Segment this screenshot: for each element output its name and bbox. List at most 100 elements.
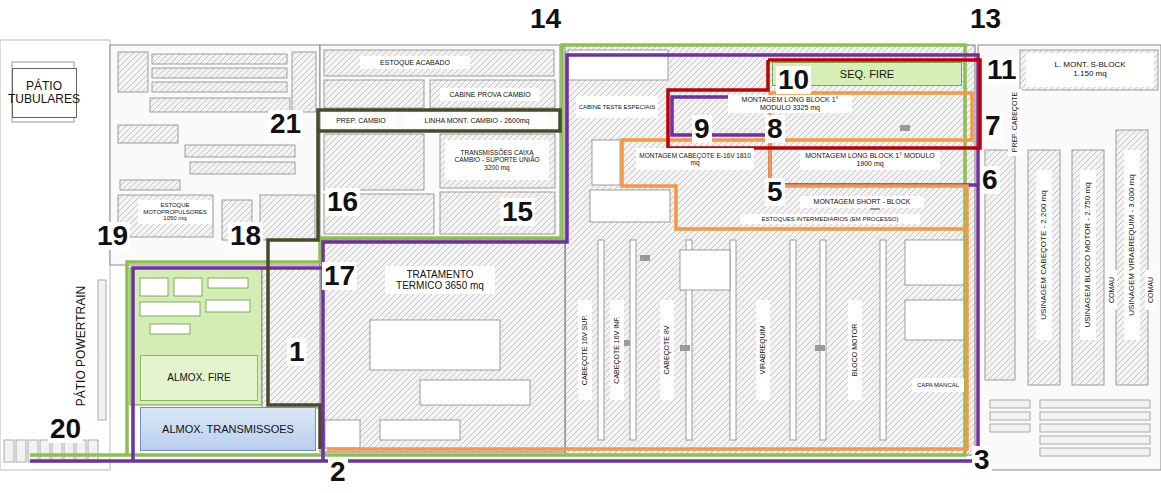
callout-number: 3 <box>972 446 992 474</box>
node-text: MONTAGEM SHORT - BLOCK <box>814 198 911 206</box>
storage-area <box>130 268 262 405</box>
route-green <box>30 45 965 455</box>
callout-number: 9 <box>692 115 712 143</box>
aisles <box>568 50 965 440</box>
parking <box>4 280 106 462</box>
node-text: PREP. CABEÇOTE <box>1011 92 1019 153</box>
building <box>320 45 560 240</box>
node-text: L. MONT. S-BLOCK <box>1054 61 1125 70</box>
line-label: USINAGEM VIRABREQUIM - 3.000 mq <box>1124 150 1140 340</box>
routes <box>30 45 980 461</box>
callout-number: 7 <box>983 112 1003 140</box>
area-label: MONTAGEM LONG BLOCK 1° MODULO 3325 mq <box>728 95 852 113</box>
node-text: 1.150 mq <box>1073 70 1106 79</box>
work-cells <box>325 320 530 448</box>
node-text: ESTOQUE ACABADO <box>380 59 450 67</box>
storage-box: ALMOX. FIRE <box>140 355 258 401</box>
node-text: MONTAGEM LONG BLOCK 1° MODULO 3325 mq <box>730 96 850 112</box>
node-text: USINAGEM CABEÇOTE - 2.200 mq <box>1040 190 1049 319</box>
node-text: CABINE PROVA CAMBIO <box>449 91 530 99</box>
callout-number: 13 <box>968 5 1003 33</box>
area-label: LINHA MONT. CAMBIO - 2600mq <box>404 114 550 127</box>
node-text: PREP. CAMBIO <box>336 117 386 125</box>
lane-label: VIRABREQUIM <box>756 300 770 400</box>
storage-box: ALMOX. TRANSMISSOES <box>140 407 316 451</box>
route-purple <box>323 55 978 461</box>
building <box>110 45 320 265</box>
building <box>565 45 975 455</box>
racks <box>140 278 250 334</box>
callout-number: 5 <box>765 178 785 206</box>
area-label: ESTOQUES INTERMEDIARIOS (EM PROCESSO) <box>740 214 920 224</box>
line-label: USINAGEM BLOCO MOTOR - 2.750 mq <box>1080 170 1096 340</box>
node-text: ALMOX. TRANSMISSOES <box>162 423 294 435</box>
line-label: USINAGEM CABEÇOTE - 2.200 mq <box>1036 170 1052 340</box>
node-text: CABEÇOTE 16V SUP. <box>581 315 589 385</box>
yard-label: PÁTIO TUBULARES <box>12 68 77 118</box>
area-label: MONTAGEM LONG BLOCK 1° MODULO 1900 mq <box>800 150 940 170</box>
lane-label: CABEÇOTE 16V SUP. <box>578 300 592 400</box>
work-cells <box>118 52 316 240</box>
callout-number: 2 <box>328 458 348 486</box>
callout-number: 19 <box>95 222 130 250</box>
route-purple <box>133 268 323 461</box>
route-orange <box>327 140 967 449</box>
node-text: CABINE TESTE ESPECIAIS <box>579 104 656 111</box>
node-text: VIRABREQUIM <box>759 325 767 374</box>
callout-number: 1 <box>287 338 307 366</box>
node-text: BLOCO MOTOR <box>851 324 859 376</box>
node-text: ESTOQUES INTERMEDIARIOS (EM PROCESSO) <box>762 216 899 223</box>
machining-lines <box>985 50 1158 385</box>
node-text: CABEÇOTE 8V <box>663 325 671 374</box>
area-label: TRANSMISSÕES CAIXA CAMBIO - SUPORTE UNIÃ… <box>445 140 549 180</box>
parking <box>990 400 1150 456</box>
yard <box>0 40 110 470</box>
route-olive <box>268 110 560 262</box>
lane-label: CABEÇOTE 8V <box>660 300 674 400</box>
node-text: MONTAGEM CABEÇOTE E-16V 1810 mq <box>638 152 752 167</box>
callout-number: 6 <box>980 166 1000 194</box>
callout-number: 18 <box>228 222 263 250</box>
area-label: CABINE PROVA CAMBIO <box>440 88 540 101</box>
work-cells <box>324 50 555 234</box>
callout-number: 15 <box>500 198 535 226</box>
node-text: ESTOQUE MOTOPROPULSORES 1050 mq <box>140 202 210 222</box>
node-text: PÁTIO POWERTRAIN <box>75 286 88 406</box>
lane-label: CABEÇOTE 16V INF. <box>610 300 624 400</box>
callout-number: 16 <box>325 188 360 216</box>
route-purple <box>30 185 978 461</box>
callout-number: 21 <box>268 110 303 138</box>
callout-number: 10 <box>776 66 811 94</box>
node-text: COMAU <box>1147 277 1155 303</box>
node-text: USINAGEM BLOCO MOTOR - 2.750 mq <box>1084 182 1093 327</box>
area-label: PREP. CABEÇOTE <box>1008 89 1022 156</box>
node-text: USINAGEM VIRABREQUIM - 3.000 mq <box>1128 174 1137 315</box>
vendor-label: COMAU <box>1145 270 1156 310</box>
area-label: CABINE TESTE ESPECIAIS <box>576 96 658 118</box>
node-text: CABEÇOTE 16V INF. <box>613 316 621 383</box>
node-text: MONTAGEM LONG BLOCK 1° MODULO 1900 mq <box>802 152 938 168</box>
node-text: PÁTIO TUBULARES <box>8 80 80 107</box>
node-text: CAPA MANCAL <box>917 382 959 389</box>
area-label: MONTAGEM CABEÇOTE E-16V 1810 mq <box>636 148 754 170</box>
area-label: ESTOQUE ACABADO <box>360 56 470 69</box>
callout-number: 20 <box>48 415 83 443</box>
area-label: ESTOQUE MOTOPROPULSORES 1050 mq <box>138 200 212 224</box>
node-text: SEQ. FIRE <box>840 68 894 80</box>
area-label: MONTAGEM SHORT - BLOCK <box>800 196 924 208</box>
area-label: PREP. CAMBIO <box>326 114 396 127</box>
area-label: L. MONT. S-BLOCK1.150 mq <box>1026 53 1154 87</box>
vendor-label: COMAU <box>1106 270 1117 310</box>
node-text: COMAU <box>1108 277 1116 303</box>
node-text: LINHA MONT. CAMBIO - 2600mq <box>424 117 529 125</box>
lane-label: BLOCO MOTOR <box>848 300 862 400</box>
area-label: TRATAMENTO TERMICO 3650 mq <box>385 266 495 294</box>
yard-label: PÁTIO POWERTRAIN <box>72 282 92 410</box>
area-label: CAPA MANCAL <box>912 378 964 392</box>
building <box>978 45 1161 470</box>
callout-number: 8 <box>765 115 785 143</box>
node-text: TRATAMENTO TERMICO 3650 mq <box>387 269 493 291</box>
node-text: ALMOX. FIRE <box>167 372 230 383</box>
work-cells <box>262 268 320 408</box>
callout-number: 11 <box>985 56 1019 84</box>
